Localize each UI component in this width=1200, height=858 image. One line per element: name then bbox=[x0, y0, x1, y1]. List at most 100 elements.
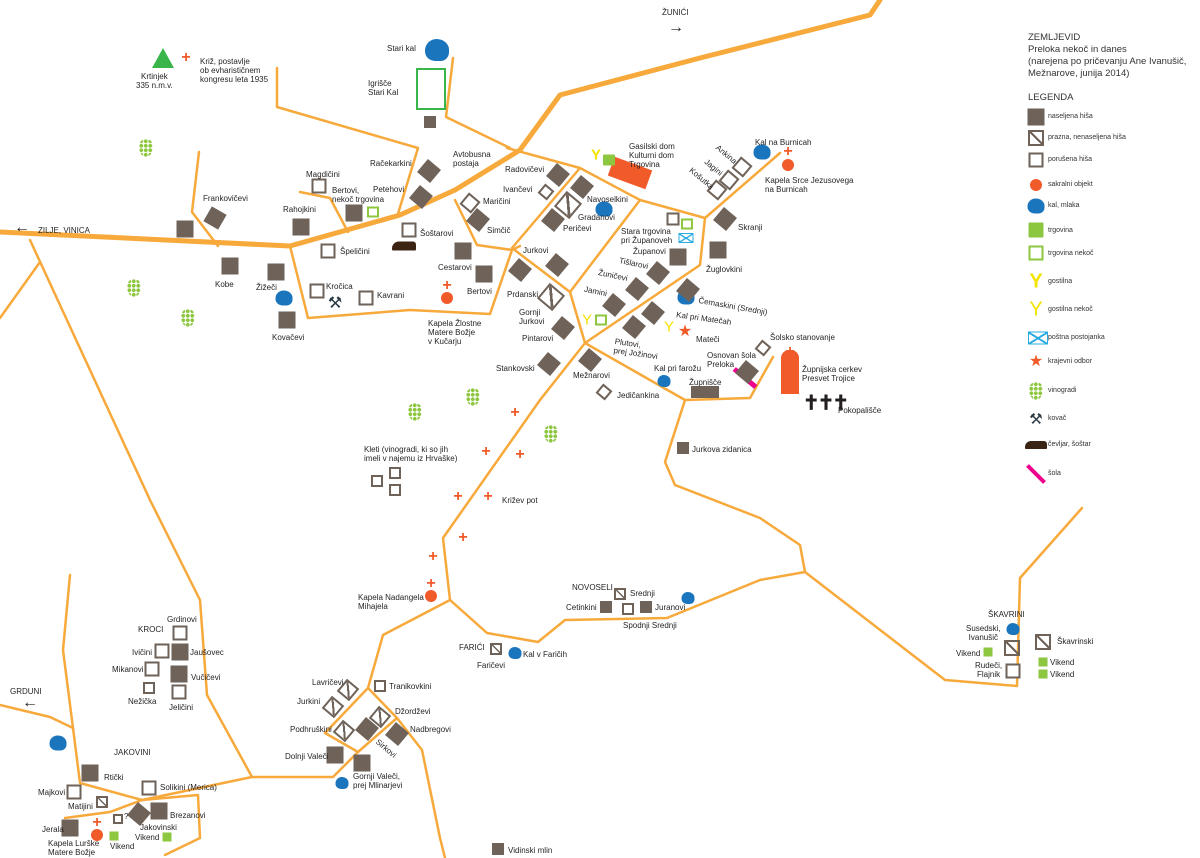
place-label: Žižeči bbox=[256, 283, 277, 292]
map-title: ZEMLJEVID Preloka nekoč in danes (nareje… bbox=[1028, 32, 1187, 79]
main-road bbox=[0, 0, 883, 249]
legend-label: šola bbox=[1048, 470, 1061, 477]
place-label: Kobe bbox=[215, 280, 234, 289]
weekend-house-icon bbox=[109, 831, 119, 841]
place-label: Susedski, Ivanušič bbox=[966, 624, 1001, 642]
area-label: NOVOSELI bbox=[572, 583, 613, 592]
cross-icon: + bbox=[785, 343, 795, 360]
house-ruined bbox=[1005, 663, 1021, 679]
place-label: Mežnarovi bbox=[573, 371, 610, 380]
area-label: FARIĆI bbox=[459, 643, 485, 652]
inn-icon: Y bbox=[590, 146, 602, 164]
place-label: Cetinkini bbox=[566, 603, 597, 612]
place-label: Džordževi bbox=[395, 707, 431, 716]
house-inhabited bbox=[475, 265, 493, 283]
legend-label: gostilna bbox=[1048, 278, 1073, 285]
legend-empty-house-icon bbox=[1028, 130, 1044, 146]
place-label: Vikend bbox=[135, 833, 160, 842]
weekend-house-icon bbox=[1038, 669, 1048, 679]
vineyard-icon bbox=[408, 403, 422, 421]
house-empty bbox=[96, 796, 108, 808]
place-label: Krtinjek 335 n.m.v. bbox=[136, 72, 173, 90]
place-label: Vidinski mlin bbox=[508, 846, 553, 855]
legend-label: čevljar, šoštar bbox=[1048, 441, 1091, 448]
road bbox=[395, 716, 447, 858]
vineyard-icon bbox=[544, 425, 558, 443]
road bbox=[444, 56, 512, 150]
place-label: Majkovi bbox=[38, 788, 66, 797]
unknown-label: ? bbox=[124, 812, 129, 821]
place-label: Kal pri farožu bbox=[654, 364, 702, 373]
house-inhabited bbox=[709, 241, 727, 259]
legend-label: prazna, nenaseljena hiša bbox=[1048, 134, 1126, 141]
place-label: Jerala bbox=[42, 825, 64, 834]
area-label: ŠKAVRINI bbox=[988, 610, 1025, 619]
road bbox=[275, 66, 420, 219]
place-label: Gornji Jurkovi bbox=[519, 308, 545, 326]
cross-icon: + bbox=[442, 277, 452, 294]
place-label: Skranji bbox=[738, 223, 763, 232]
road bbox=[510, 166, 587, 345]
place-label: Žuglovkini bbox=[706, 265, 743, 274]
place-label: Bertovi bbox=[467, 287, 492, 296]
cross-icon: + bbox=[181, 49, 191, 66]
legend-inn-icon: Y bbox=[1029, 270, 1043, 293]
legend-label: porušena hiša bbox=[1048, 156, 1092, 163]
legend-ruined-house-icon bbox=[1028, 152, 1044, 168]
road bbox=[803, 506, 1084, 688]
arrow-left-icon: ← bbox=[22, 694, 38, 711]
place-label: Jurkini bbox=[297, 697, 321, 706]
place-label: Križ, postavlje ob evharističnem kongres… bbox=[200, 57, 269, 84]
place-label: Špeličini bbox=[340, 247, 370, 256]
house-inhabited bbox=[353, 754, 371, 772]
place-label: Brezanovi bbox=[170, 811, 206, 820]
pond-icon bbox=[753, 144, 771, 160]
place-label: Maričini bbox=[483, 197, 511, 206]
place-label: Spodnji Srednji bbox=[623, 621, 677, 630]
place-label: Jeličini bbox=[169, 703, 194, 712]
place-label: Vikend bbox=[110, 842, 135, 851]
house-ruined bbox=[309, 283, 325, 299]
cemetery-crosses-icon: ✝✝✝ bbox=[802, 392, 849, 415]
vineyard-icon bbox=[127, 279, 141, 297]
house-inhabited bbox=[492, 843, 504, 855]
place-label: Jakovinski bbox=[140, 823, 177, 832]
former-inn-icon: Y bbox=[663, 318, 675, 336]
road bbox=[583, 216, 775, 402]
house-inhabited bbox=[221, 257, 239, 275]
place-label: Gasilski dom Kulturni dom Trgovina bbox=[629, 142, 675, 169]
house-inhabited bbox=[600, 601, 612, 613]
place-label: Župnijska cerkev Presvet Trojice bbox=[802, 365, 863, 383]
road bbox=[63, 798, 144, 820]
legend-former-inn-icon: Y bbox=[1029, 298, 1043, 321]
house-inhabited bbox=[176, 220, 194, 238]
house-empty bbox=[1035, 634, 1051, 650]
house-ruined bbox=[144, 661, 160, 677]
road bbox=[441, 341, 807, 644]
house-ruined bbox=[113, 814, 123, 824]
place-label: Igrišče Stari Kal bbox=[368, 79, 399, 97]
place-label: Mateči bbox=[696, 335, 720, 344]
arrow-left-icon: ← bbox=[14, 219, 30, 236]
place-label: Vučičevi bbox=[191, 673, 221, 682]
place-label: Kapela Žlostne Matere Božje v Kučarju bbox=[428, 319, 482, 346]
place-label: Podhruškini bbox=[290, 725, 332, 734]
legend-pond-icon bbox=[1027, 198, 1045, 214]
post-office-icon bbox=[678, 233, 694, 243]
place-label: Nadbregovi bbox=[410, 725, 451, 734]
road bbox=[190, 150, 220, 248]
local-committee-star-icon: ★ bbox=[677, 323, 693, 340]
place-label: Peričevi bbox=[563, 224, 592, 233]
legend-shoemaker-icon bbox=[1025, 441, 1047, 449]
place-label: Vikend bbox=[956, 649, 981, 658]
pond-icon bbox=[657, 375, 671, 387]
place-label: Županovi bbox=[633, 247, 666, 256]
house-ruined bbox=[371, 475, 383, 487]
house-inhabited bbox=[424, 116, 436, 128]
pond-icon bbox=[508, 647, 522, 659]
house-ruined bbox=[320, 243, 336, 259]
place-label: Ivančevi bbox=[503, 185, 533, 194]
vineyard-icon bbox=[466, 388, 480, 406]
place-label: Stankovski bbox=[496, 364, 535, 373]
place-label: Kapela Srce Jezusovega na Burnicah bbox=[765, 176, 854, 194]
